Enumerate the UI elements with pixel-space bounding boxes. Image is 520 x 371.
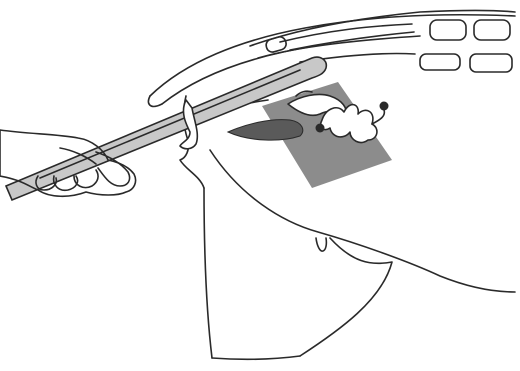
vertebral-column <box>250 11 515 73</box>
udder-line <box>300 238 392 356</box>
spine-upper-edge <box>250 11 515 47</box>
belly-line <box>210 150 515 292</box>
oviduct <box>372 110 384 124</box>
vertebra-5 <box>470 54 512 72</box>
vertebra-4 <box>420 54 460 70</box>
leg-bottom <box>212 356 300 359</box>
tail-base <box>149 96 163 106</box>
hind-leg-outline <box>204 188 212 358</box>
vertebra-1 <box>265 35 288 53</box>
spinal-canal <box>280 24 412 42</box>
vertebra-3 <box>474 20 510 40</box>
ovary-right <box>380 102 389 111</box>
cervix-dark-organ <box>228 120 303 140</box>
ovary-left <box>316 124 325 133</box>
udder-teat <box>316 238 326 251</box>
spine-lower-edge <box>258 36 420 58</box>
vertebra-2 <box>430 20 466 40</box>
